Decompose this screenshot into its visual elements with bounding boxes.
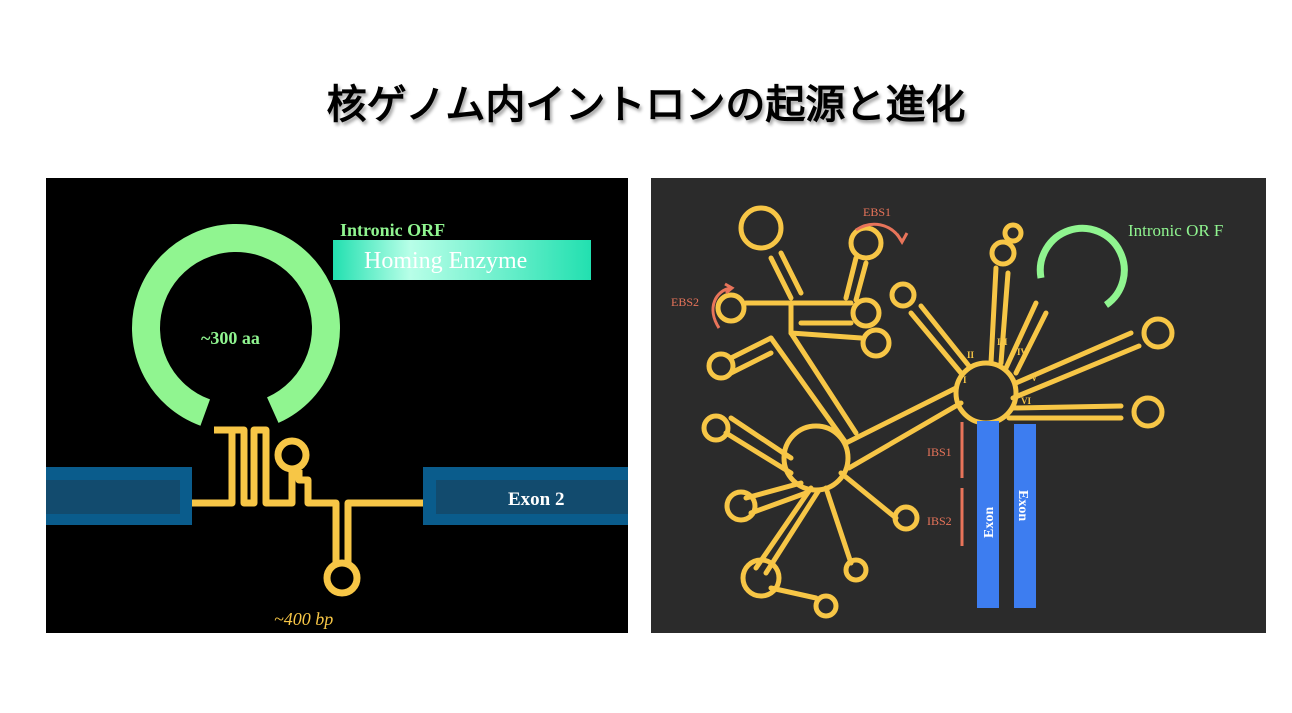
domain-label-v: V — [1031, 373, 1038, 383]
exon-2-bar — [423, 467, 628, 525]
exon-left-bar — [977, 421, 999, 608]
intronic-orf-label: Intronic ORF — [340, 220, 445, 240]
intronic-orf-arc — [1036, 224, 1128, 308]
ebs2-arrow — [711, 282, 735, 329]
ibs1-label: IBS1 — [927, 445, 952, 459]
protein-size-label: ~300 aa — [201, 328, 260, 348]
group-ii-rna-structure — [701, 205, 1175, 619]
ebs1-arrow — [855, 222, 909, 245]
domain-label-ii: II — [967, 350, 975, 360]
exon-2-label: Exon 2 — [508, 489, 565, 510]
group-ii-intron-diagram: Intronic OR F EBS1 EBS2 IBS1 IBS2 Exon E… — [651, 178, 1266, 633]
homing-intron-svg: Exon 2 ~300 aa Intronic ORF Homing Enzym… — [46, 220, 628, 629]
intron-size-label: ~400 bp — [274, 609, 333, 629]
group-ii-intron-svg: Intronic OR F EBS1 EBS2 IBS1 IBS2 Exon E… — [671, 205, 1223, 619]
domain-label-iii: III — [997, 337, 1008, 347]
domain-label-iv: IV — [1017, 347, 1028, 357]
homing-enzyme-box: Homing Enzyme — [333, 240, 591, 280]
domain-label-i: I — [963, 375, 967, 385]
intronic-orf-label-right: Intronic OR F — [1128, 221, 1223, 240]
ebs1-label: EBS1 — [863, 205, 891, 219]
domain-label-vi: VI — [1021, 396, 1031, 406]
exon-right-bar — [1014, 424, 1036, 608]
exon-right-label: Exon — [1015, 490, 1030, 521]
ibs2-label: IBS2 — [927, 514, 952, 528]
exon-left-label: Exon — [982, 507, 997, 538]
homing-enzyme-label: Homing Enzyme — [364, 248, 527, 274]
intron-rna-structure — [192, 426, 423, 597]
homing-intron-diagram: Exon 2 ~300 aa Intronic ORF Homing Enzym… — [46, 178, 628, 633]
domain-labels: I II III IV V VI — [963, 337, 1038, 406]
homing-enzyme-orf-ring — [132, 224, 340, 432]
slide-title: 核ゲノム内イントロンの起源と進化 — [326, 82, 966, 128]
ebs2-label: EBS2 — [671, 295, 699, 309]
exon-1-bar — [46, 467, 192, 525]
